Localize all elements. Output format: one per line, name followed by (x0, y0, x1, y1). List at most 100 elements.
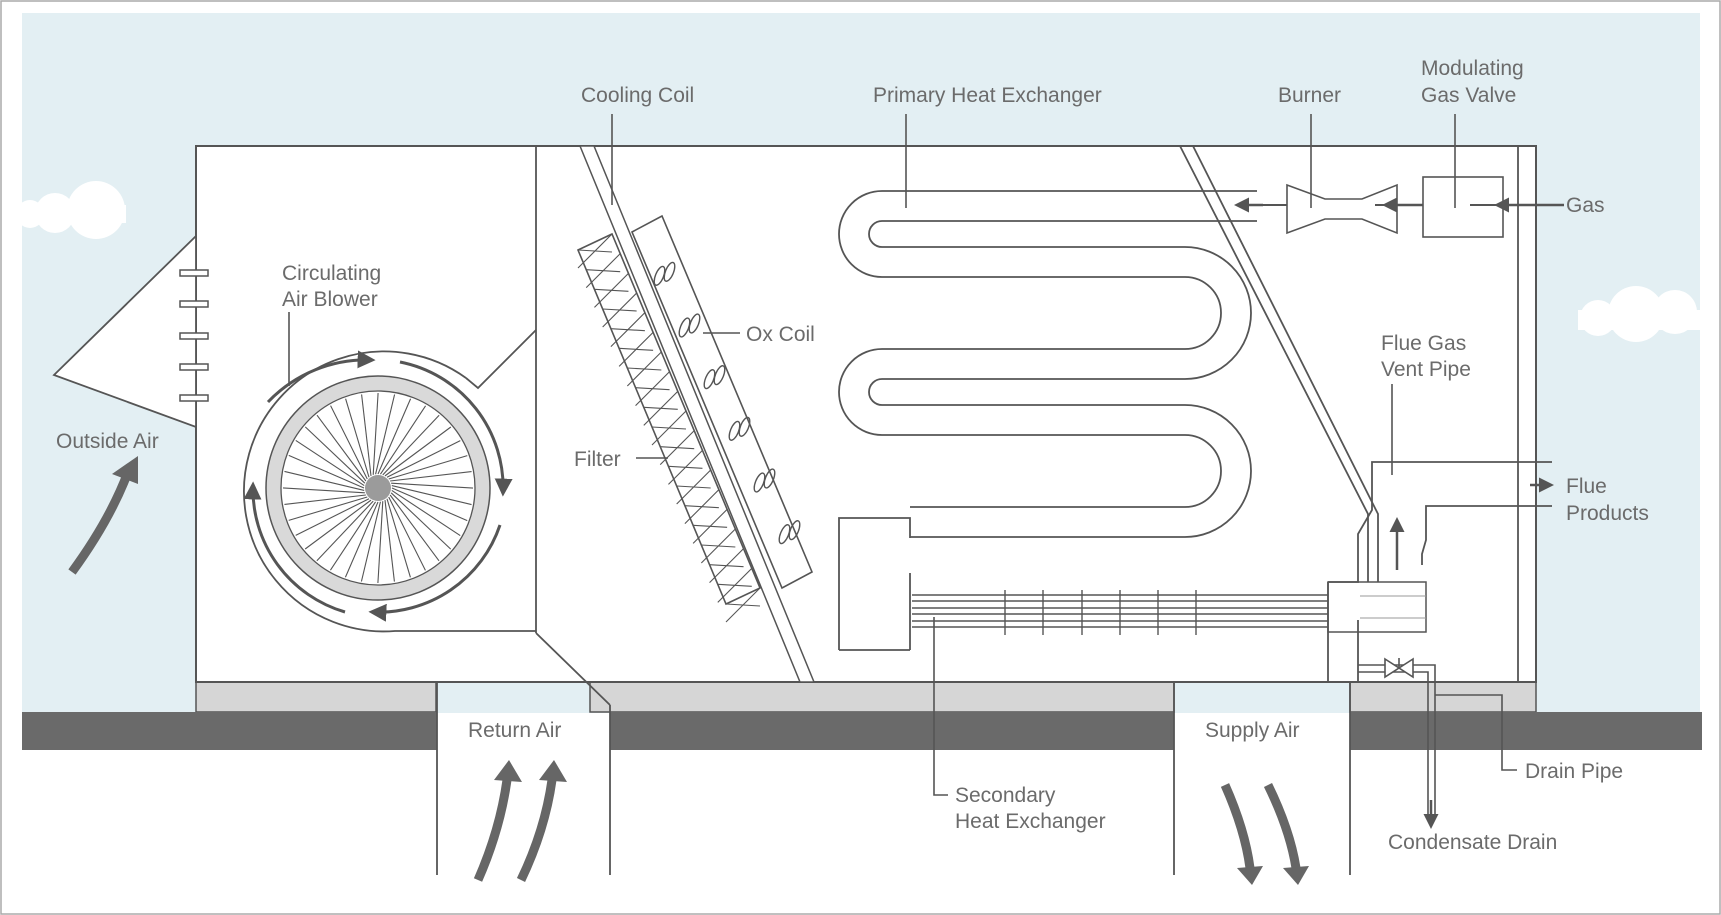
label-drain-pipe: Drain Pipe (1525, 760, 1623, 783)
filter (576, 232, 762, 623)
blower-blade (288, 454, 365, 489)
blower-blade (390, 492, 452, 550)
blower-blade (386, 440, 461, 478)
filter-hatch-line (659, 430, 695, 466)
blower-blade (377, 501, 384, 584)
blower-blade (379, 405, 427, 475)
coil-loop (728, 420, 741, 441)
blower-blade (391, 487, 468, 522)
coil-loop (688, 313, 701, 334)
label-condensate-drain: Condensate Drain (1388, 831, 1557, 854)
filter-hatch-line (602, 292, 638, 328)
filter-hatch-line (684, 489, 720, 525)
blower-blade (386, 498, 411, 578)
blower-blade (344, 501, 379, 578)
label-return-air: Return Air (468, 719, 561, 742)
blower-blade (304, 426, 366, 484)
blower-blade (282, 487, 365, 494)
blower-blade (288, 496, 368, 521)
label-flue-gas-vent-pipe-line1: Flue Gas (1381, 332, 1466, 355)
filter-hatch-line (668, 449, 703, 485)
filter-hatch-line (577, 233, 613, 269)
blower-blade (384, 500, 395, 582)
label-flue-products-line2: Products (1566, 502, 1649, 525)
blower-blade (316, 500, 374, 562)
filter-hatch-line (643, 390, 679, 426)
filter-hatch-line (676, 469, 712, 505)
filter-hatch-line (594, 272, 629, 308)
blower-blade (391, 485, 472, 506)
condensate-drain-line (1358, 657, 1517, 829)
return-air-duct (436, 682, 611, 875)
airflow-arrowheads (112, 456, 1309, 885)
circulating-air-blower (243, 350, 536, 633)
secondary-heat-exchanger (838, 517, 1427, 651)
coil-loop (753, 472, 766, 493)
blower-blade (361, 394, 372, 476)
label-secondary-heat-exchanger-line2: Heat Exchanger (955, 810, 1106, 833)
label-gas: Gas (1566, 194, 1605, 217)
blower-blade (284, 470, 365, 491)
blower-blade (316, 414, 367, 482)
blower-blade (382, 414, 440, 476)
leader-lines (288, 114, 1456, 796)
diagram-labels: Cooling Coil Primary Heat Exchanger Burn… (56, 57, 1649, 854)
filter-hatch-line (700, 528, 736, 564)
blower-blade (388, 496, 426, 571)
cooling-coil (578, 145, 816, 683)
label-circulating-air-blower-line1: Circulating (282, 262, 381, 285)
label-circulating-air-blower-line2: Air Blower (282, 288, 378, 311)
blower-blade (375, 394, 396, 475)
label-filter: Filter (574, 448, 621, 471)
filter-hatch-line (626, 351, 662, 387)
blower-blade (377, 398, 412, 475)
cloud-right (1578, 286, 1700, 342)
coil-loop (678, 317, 691, 338)
filter-hatch-line (618, 331, 654, 367)
blower-blade (330, 405, 368, 480)
cloud-left (16, 181, 126, 239)
filter-hatch-line (692, 508, 728, 544)
blower-blade (295, 439, 365, 487)
blower-blade (329, 501, 377, 571)
filter-hatch-line (725, 587, 761, 623)
label-modulating-gas-valve-line1: Modulating (1421, 57, 1524, 80)
coil-loop (763, 468, 776, 489)
label-modulating-gas-valve-line2: Gas Valve (1421, 84, 1516, 107)
label-flue-gas-vent-pipe-line2: Vent Pipe (1381, 358, 1471, 381)
primary-heat-exchanger (838, 190, 1257, 538)
label-outside-air: Outside Air (56, 430, 159, 453)
filter-hatch-line (709, 548, 744, 584)
label-flue-products-line1: Flue (1566, 475, 1607, 498)
filter-hatch-line (651, 410, 687, 446)
blower-blade (372, 392, 379, 475)
coil-loop (778, 524, 791, 545)
supply-air-duct (1173, 682, 1351, 875)
ground-strip (22, 712, 1702, 750)
filter-hatch-line (585, 253, 621, 289)
filter-hatch-line (717, 567, 753, 603)
blower-blade (391, 482, 474, 489)
coil-loop (788, 520, 801, 541)
label-primary-heat-exchanger: Primary Heat Exchanger (873, 84, 1102, 107)
airflow-arrows (68, 470, 1301, 882)
outside-air-intake (52, 233, 209, 429)
burner (1286, 183, 1398, 235)
label-cooling-coil: Cooling Coil (581, 84, 694, 107)
filter-hatch-line (610, 312, 646, 348)
filter-hatch-line (635, 371, 670, 407)
blower-blade (295, 498, 370, 536)
blower-blade (384, 426, 452, 477)
ox-coil (630, 214, 814, 590)
coil-loop (653, 265, 666, 286)
coil-loop (738, 416, 751, 437)
coil-loop (703, 369, 716, 390)
blower-blade (391, 489, 461, 537)
blower-blade (360, 501, 381, 582)
blower-blade (304, 499, 372, 550)
blower-blade (284, 494, 366, 505)
coil-loop (663, 261, 676, 282)
label-burner: Burner (1278, 84, 1341, 107)
